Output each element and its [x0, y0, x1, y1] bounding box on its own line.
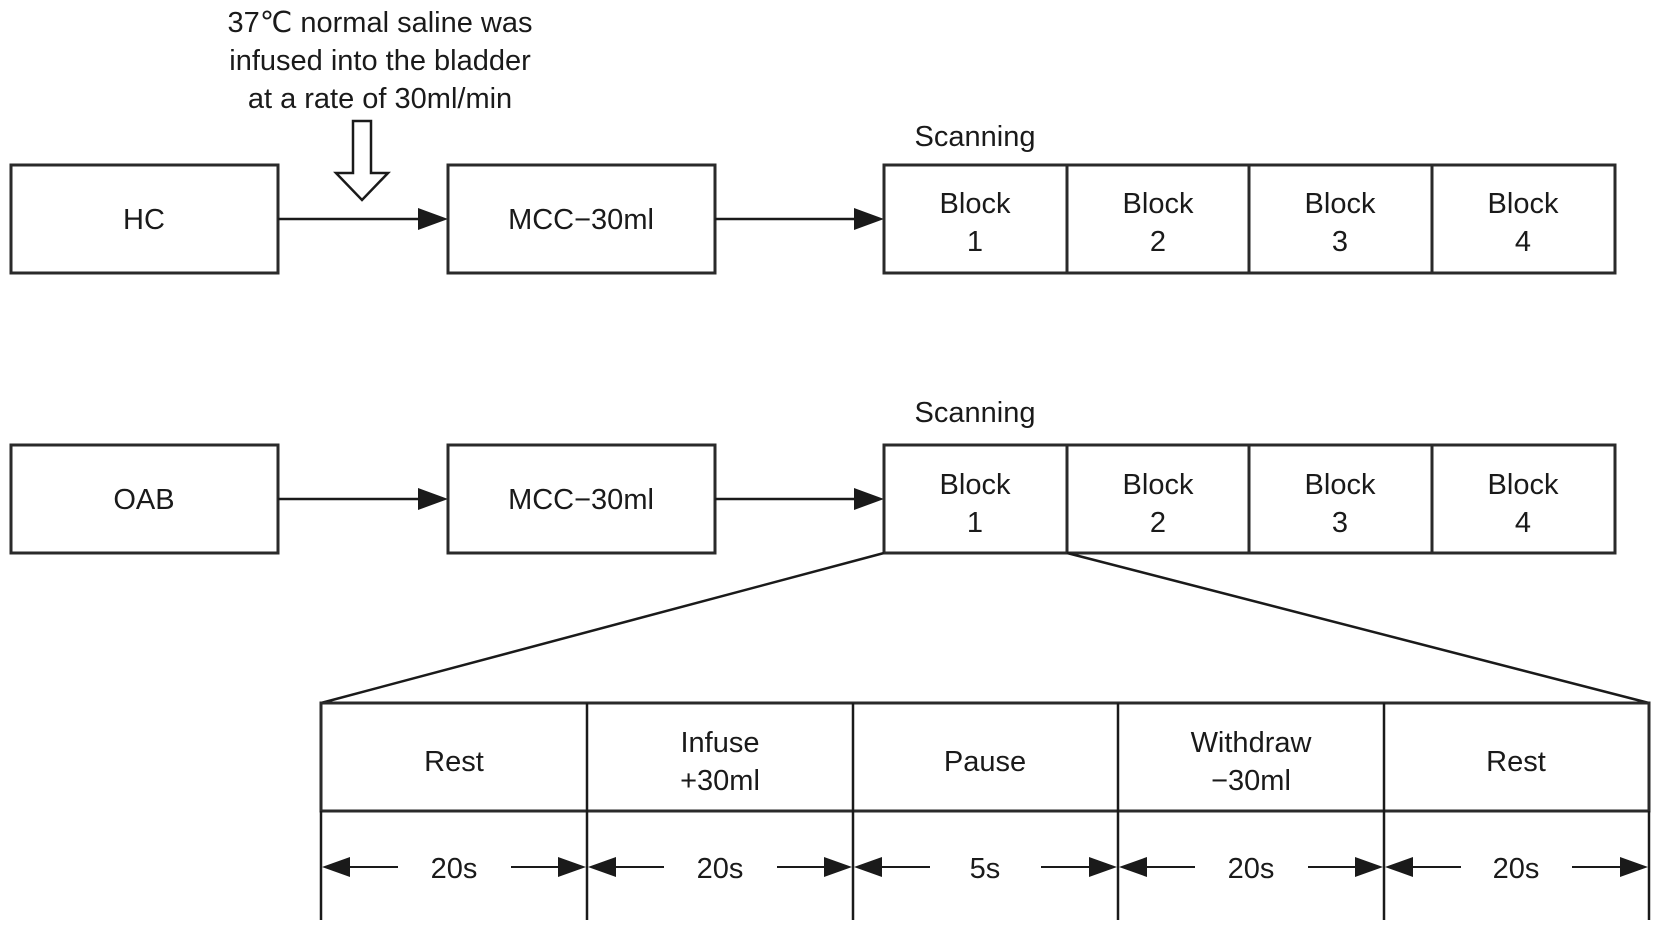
hc-block-1-title: Block — [940, 188, 1011, 220]
oab-blocks: Block 1 Block 2 Block 3 Block 4 — [882, 443, 1617, 555]
arrowhead-hc-to-mcc — [418, 208, 448, 230]
duration-1-left-head — [322, 857, 350, 877]
row-oab: OAB MCC−30ml Scanning Block 1 Block 2 Bl… — [9, 397, 1617, 555]
annotation-line-3: at a rate of 30ml/min — [248, 83, 512, 115]
hc-label: HC — [123, 204, 165, 236]
hc-blocks: Block 1 Block 2 Block 3 Block 4 — [882, 163, 1617, 275]
hc-block-1-number: 1 — [967, 226, 983, 258]
hc-block-2-title: Block — [1123, 188, 1194, 220]
oab-block-3-title: Block — [1305, 469, 1376, 501]
block-detail-phase-row — [319, 701, 1651, 813]
zoom-line-right — [1066, 551, 1650, 705]
phase-3-label: Pause — [944, 746, 1026, 778]
annotation-line-1: 37℃ normal saline was — [228, 7, 533, 39]
duration-3-label: 5s — [970, 853, 1001, 885]
phase-4-label-line-2: −30ml — [1211, 765, 1291, 797]
oab-block-4-number: 4 — [1515, 507, 1531, 539]
duration-1-label: 20s — [431, 853, 478, 885]
duration-2-left-head — [588, 857, 616, 877]
hc-block-2-number: 2 — [1150, 226, 1166, 258]
duration-4-label: 20s — [1228, 853, 1275, 885]
hc-box — [9, 163, 280, 275]
oab-scanning-label: Scanning — [915, 397, 1036, 429]
oab-mcc-box — [446, 443, 717, 555]
oab-box — [9, 443, 280, 555]
hc-block-4-number: 4 — [1515, 226, 1531, 258]
oab-label: OAB — [113, 484, 174, 516]
oab-block-2-number: 2 — [1150, 507, 1166, 539]
oab-block-2-title: Block — [1123, 469, 1194, 501]
duration-2-label: 20s — [697, 853, 744, 885]
oab-block-1-number: 1 — [967, 507, 983, 539]
duration-3-right-head — [1089, 857, 1117, 877]
oab-block-4 — [1430, 443, 1617, 555]
phase-1-label: Rest — [424, 746, 484, 778]
annotation-line-2: infused into the bladder — [229, 45, 531, 77]
oab-block-1-title: Block — [940, 469, 1011, 501]
hc-block-4 — [1430, 163, 1617, 275]
arrowhead-mcc-to-scanning-hc — [854, 208, 884, 230]
hc-block-3-title: Block — [1305, 188, 1376, 220]
duration-5-label: 20s — [1493, 853, 1540, 885]
duration-2-right-head — [824, 857, 852, 877]
hc-mcc-label: MCC−30ml — [508, 204, 654, 236]
oab-block-3-number: 3 — [1332, 507, 1348, 539]
arrowhead-oab-to-mcc — [418, 488, 448, 510]
zoom-line-left — [320, 551, 885, 705]
row-hc: HC MCC−30ml Scanning Block 1 Block 2 Blo… — [9, 121, 1617, 275]
oab-block-2 — [1065, 443, 1251, 555]
duration-arrow-2: 20s — [588, 853, 852, 885]
duration-arrow-3: 5s — [854, 853, 1117, 885]
oab-mcc-label: MCC−30ml — [508, 484, 654, 516]
hc-block-4-title: Block — [1488, 188, 1559, 220]
duration-arrow-4: 20s — [1119, 853, 1383, 885]
oab-block-3 — [1247, 443, 1434, 555]
phase-5-label: Rest — [1486, 746, 1546, 778]
phase-2-label-line-2: +30ml — [680, 765, 760, 797]
oab-block-4-title: Block — [1488, 469, 1559, 501]
phase-2-label-line-1: Infuse — [681, 727, 760, 759]
infusion-annotation: 37℃ normal saline was infused into the b… — [228, 7, 533, 115]
phase-4-label-line-1: Withdraw — [1191, 727, 1313, 759]
duration-4-left-head — [1119, 857, 1147, 877]
duration-arrow-1: 20s — [322, 853, 586, 885]
duration-arrow-5: 20s — [1385, 853, 1648, 885]
hc-block-3-number: 3 — [1332, 226, 1348, 258]
arrowhead-mcc-to-scanning-oab — [854, 488, 884, 510]
block-detail: Rest Infuse +30ml Pause Withdraw −30ml R… — [319, 701, 1651, 920]
oab-block-1 — [882, 443, 1069, 555]
infusion-hollow-arrow-icon — [333, 119, 391, 202]
hc-mcc-box — [446, 163, 717, 275]
duration-1-right-head — [558, 857, 586, 877]
duration-4-right-head — [1355, 857, 1383, 877]
duration-3-left-head — [854, 857, 882, 877]
duration-5-left-head — [1385, 857, 1413, 877]
hc-scanning-label: Scanning — [915, 121, 1036, 153]
hc-block-2 — [1065, 163, 1251, 275]
hc-block-1 — [882, 163, 1069, 275]
duration-5-right-head — [1620, 857, 1648, 877]
